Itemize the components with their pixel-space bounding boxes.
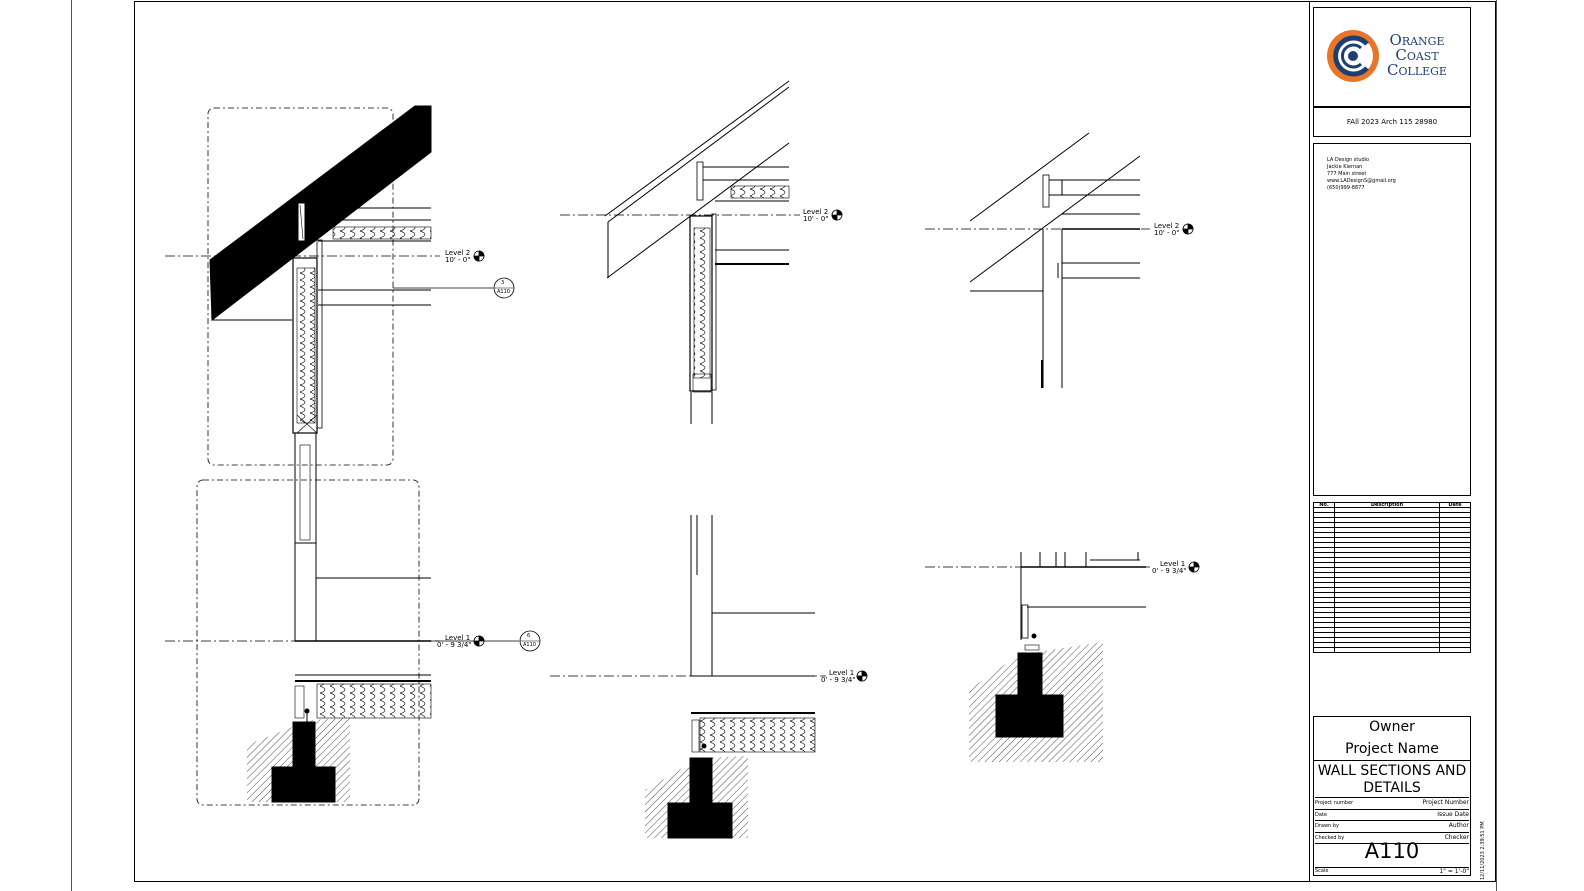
project-panel — [1313, 716, 1471, 876]
sheet-number: A110 — [1364, 839, 1420, 863]
logo-panel — [1313, 7, 1471, 107]
section-3 — [925, 132, 1150, 762]
owner: Owner — [1369, 719, 1415, 735]
course-text: FAll 2023 Arch 115 28980 — [1346, 118, 1438, 126]
titleblock-divider — [1309, 2, 1310, 881]
page-edge-right — [1496, 0, 1497, 891]
divider — [1313, 760, 1471, 761]
section-1 — [165, 105, 541, 806]
rev-header-date: Date — [1439, 502, 1471, 508]
level-markers — [473, 209, 1200, 682]
print-timestamp: 12/11/2023 2:39:51 PM — [1480, 821, 1486, 880]
college-logo-icon — [1327, 30, 1379, 82]
drawing-sheet — [134, 1, 1496, 882]
callout-3-sheet: A110 — [497, 289, 510, 295]
page-edge-left — [71, 0, 72, 891]
callout-6-number: 6 — [527, 633, 531, 639]
callout-3-number: 3 — [501, 280, 505, 286]
course-panel — [1313, 107, 1471, 137]
firm-panel — [1313, 143, 1471, 496]
revision-table: No. Description Date — [1313, 502, 1471, 653]
callout-6-sheet: A110 — [523, 642, 536, 648]
project-name: Project Name — [1345, 741, 1439, 757]
sheet-title: WALL SECTIONS AND DETAILS — [1317, 763, 1467, 796]
section-2 — [550, 80, 826, 839]
